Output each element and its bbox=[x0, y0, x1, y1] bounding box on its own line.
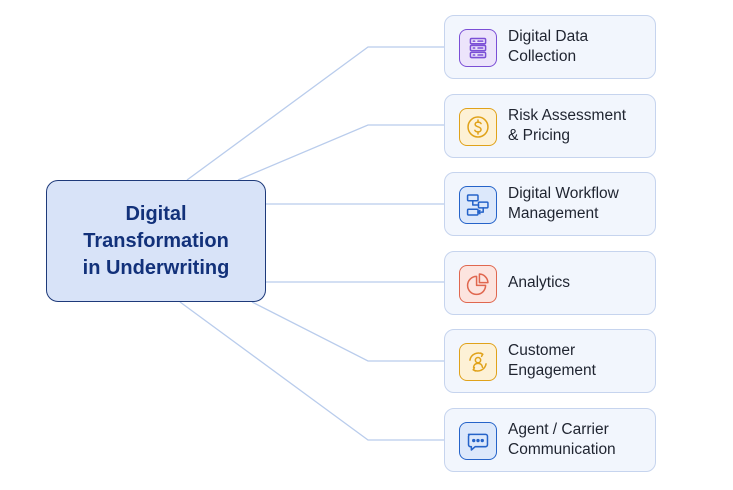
workflow-icon bbox=[459, 186, 497, 224]
chat-icon bbox=[459, 422, 497, 460]
card-risk-assessment-pricing: Risk Assessment & Pricing bbox=[444, 94, 656, 158]
database-icon bbox=[459, 29, 497, 67]
card-label-line: Engagement bbox=[508, 362, 596, 379]
card-label-line: Communication bbox=[508, 441, 616, 458]
connector-line bbox=[179, 301, 444, 441]
connector-line bbox=[251, 301, 444, 362]
central-topic-line: Transformation bbox=[83, 229, 229, 252]
card-agent-carrier-communication: Agent / Carrier Communication bbox=[444, 408, 656, 472]
central-topic-node: Digital Transformation in Underwriting bbox=[46, 180, 266, 302]
card-label-line: Risk Assessment bbox=[508, 107, 627, 124]
dollar-icon bbox=[459, 108, 497, 146]
central-topic-line: Digital bbox=[125, 202, 187, 225]
card-label: Customer Engagement bbox=[508, 330, 649, 392]
card-customer-engagement: Customer Engagement bbox=[444, 329, 656, 393]
card-label-line: Customer bbox=[508, 342, 576, 359]
customer-icon bbox=[459, 343, 497, 381]
card-label-line: Collection bbox=[508, 48, 577, 65]
card-digital-data-collection: Digital Data Collection bbox=[444, 15, 656, 79]
card-label-line: Digital Workflow bbox=[508, 185, 619, 202]
connector-line bbox=[237, 124, 444, 181]
card-label: Agent / Carrier Communication bbox=[508, 409, 649, 471]
card-label-line: Management bbox=[508, 205, 599, 222]
card-label: Risk Assessment & Pricing bbox=[508, 95, 649, 157]
card-label: Analytics bbox=[508, 252, 649, 314]
card-digital-workflow-management: Digital Workflow Management bbox=[444, 172, 656, 236]
connector-line bbox=[186, 46, 444, 181]
card-analytics: Analytics bbox=[444, 251, 656, 315]
card-label-line: Agent / Carrier bbox=[508, 421, 609, 438]
card-label-line: Digital Data bbox=[508, 28, 589, 45]
pie-chart-icon bbox=[459, 265, 497, 303]
card-label: Digital Data Collection bbox=[508, 16, 649, 78]
card-label-line: Analytics bbox=[508, 274, 571, 291]
card-label: Digital Workflow Management bbox=[508, 173, 649, 235]
central-topic-line: in Underwriting bbox=[82, 256, 230, 279]
card-label-line: & Pricing bbox=[508, 127, 571, 144]
